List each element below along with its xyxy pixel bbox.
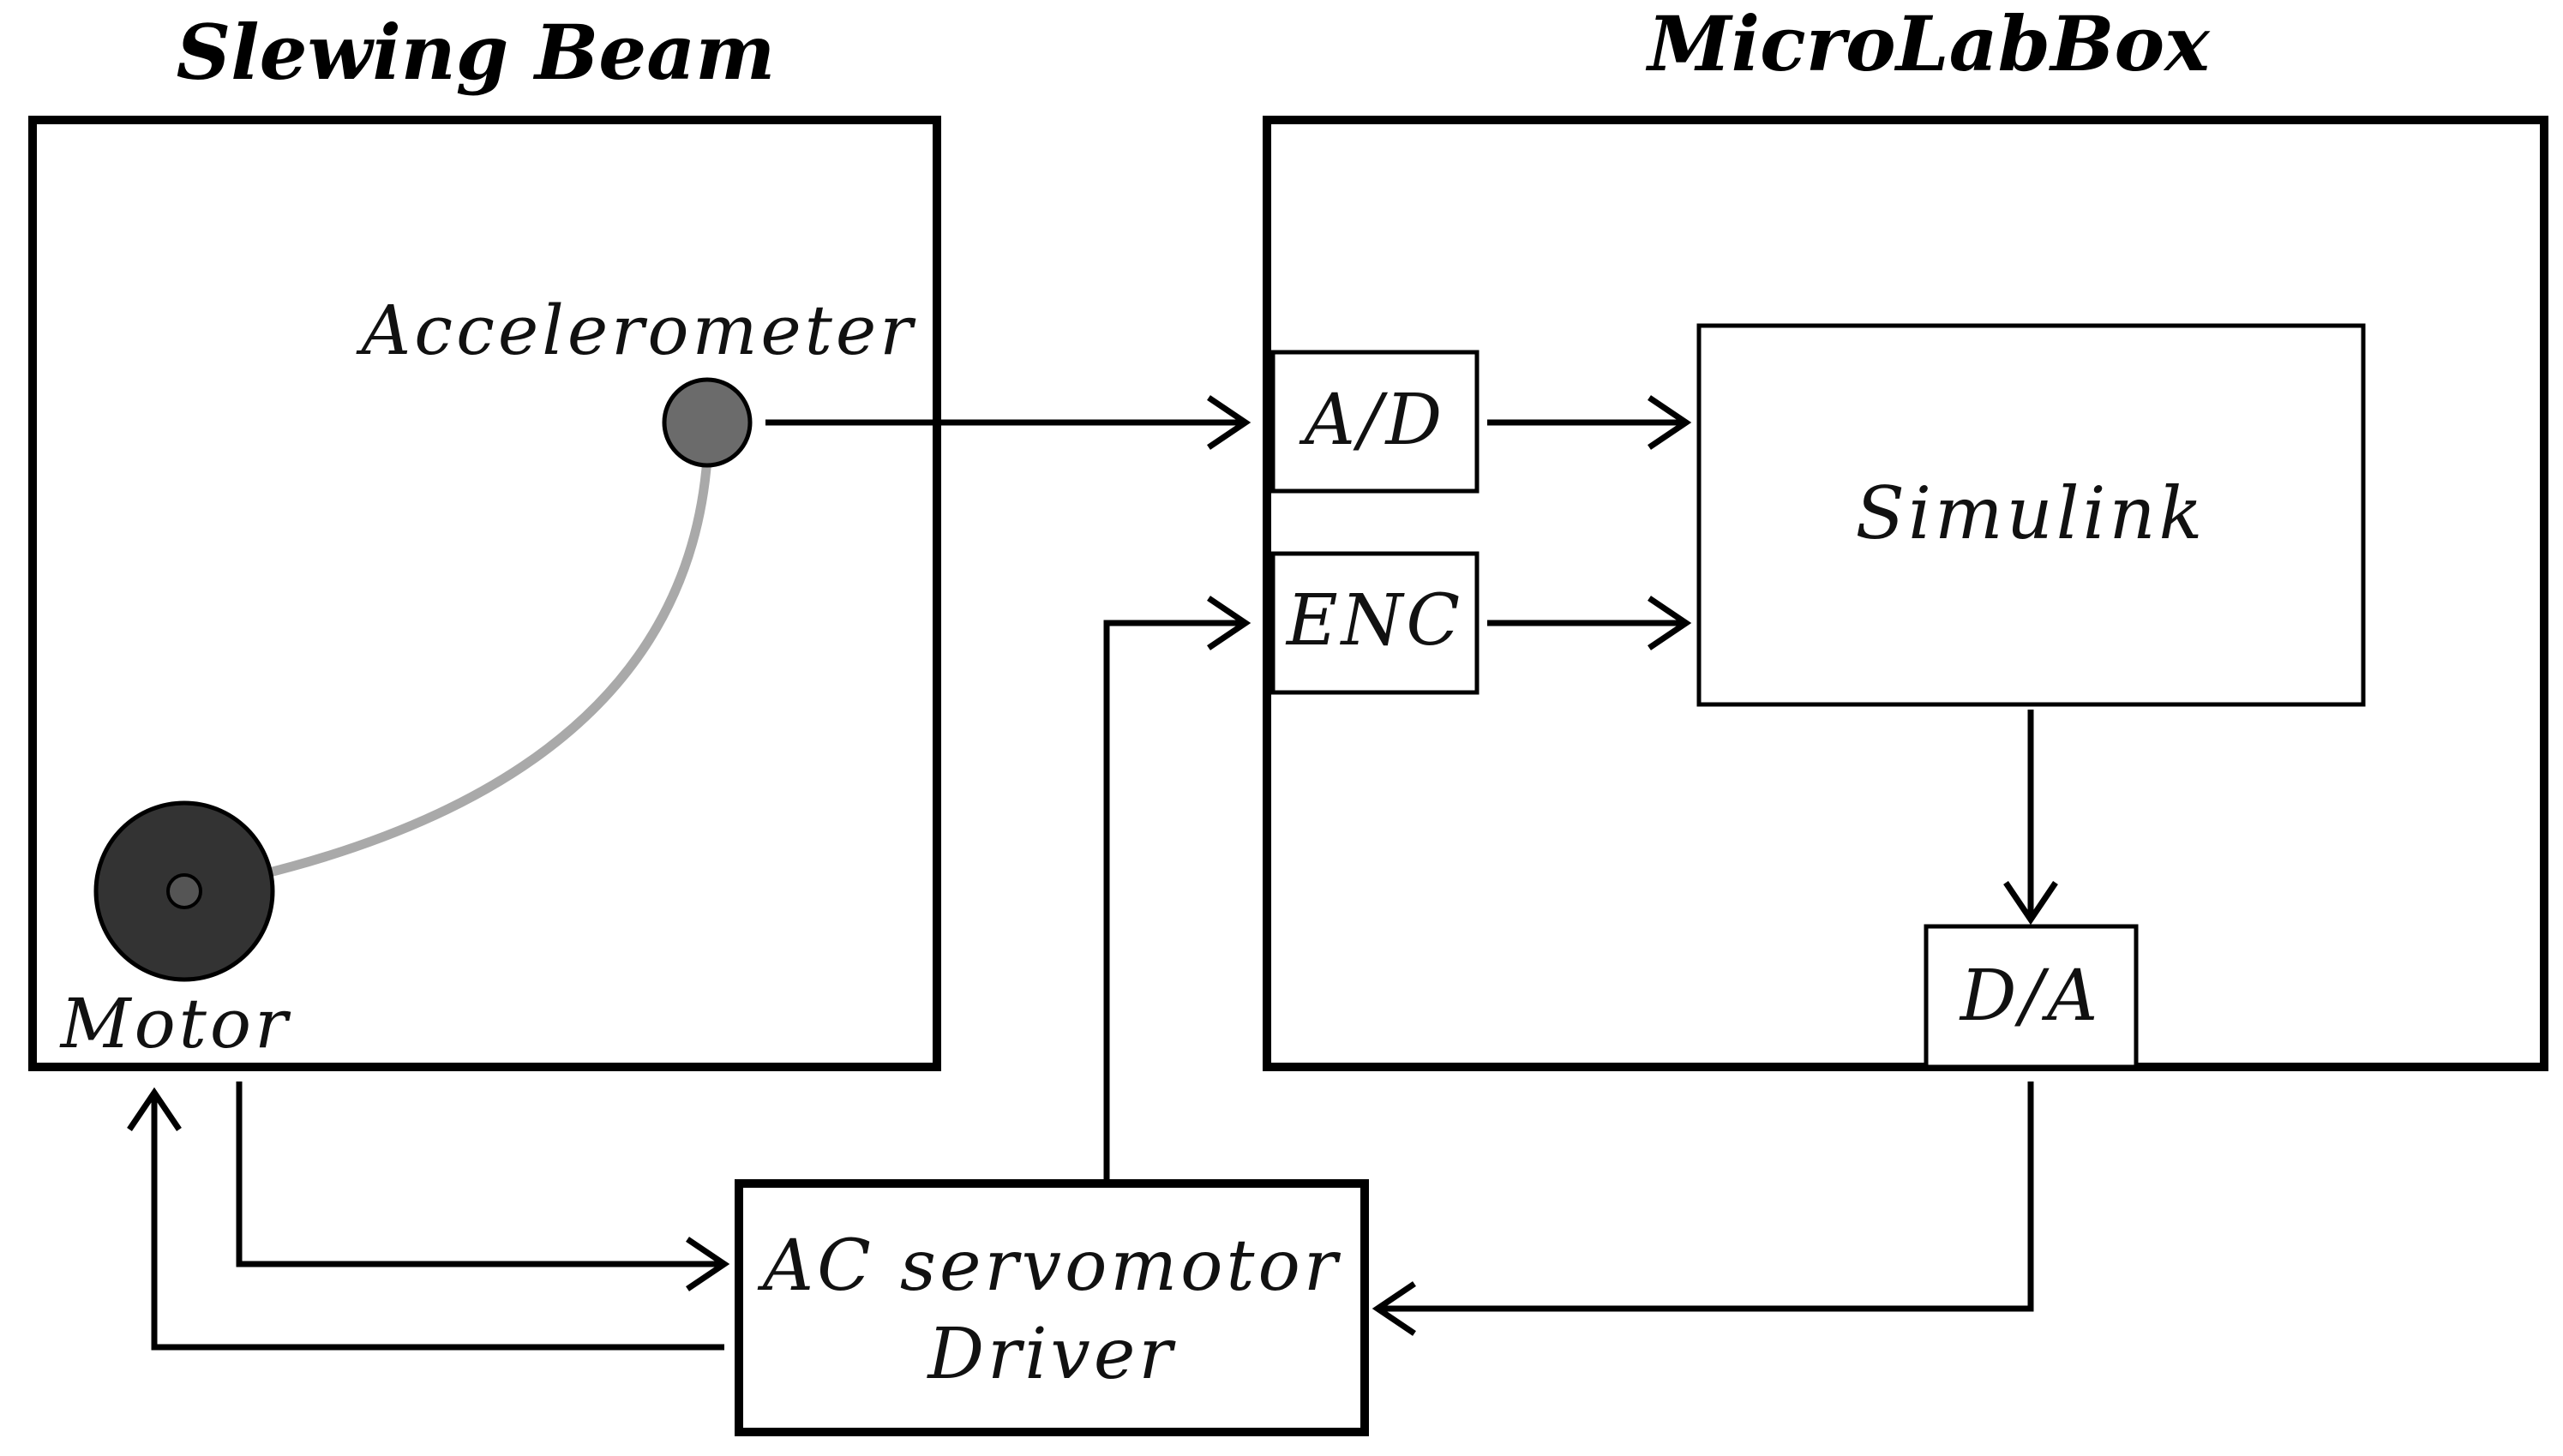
simulink-to-da-arrow xyxy=(2003,710,2058,926)
servomotor-driver-label-line1: AC servomotor xyxy=(757,1225,1342,1307)
driver-to-encoder-arrow xyxy=(1103,596,1251,1181)
da-to-driver-arrow xyxy=(1372,1082,2034,1336)
accelerometer-to-ad-arrow xyxy=(765,395,1251,450)
da-converter-label: D/A xyxy=(1959,956,2102,1037)
da-converter-box xyxy=(1924,924,2139,1070)
simulink-box xyxy=(1696,323,2366,707)
servomotor-driver-label-line2: Driver xyxy=(926,1314,1176,1395)
accelerometer-sensor xyxy=(662,377,753,468)
accelerometer-label: Accelerometer xyxy=(356,291,917,370)
encoder-to-simulink-arrow xyxy=(1487,596,1692,650)
motor-to-driver-arrow xyxy=(236,1082,730,1291)
microlabbox-title: MicroLabBox xyxy=(1645,0,2211,88)
slewing-beam-title: Slewing Beam xyxy=(177,8,776,97)
slewing-beam-box xyxy=(28,116,941,1071)
ad-converter-box xyxy=(1270,350,1480,494)
driver-to-motor-arrow xyxy=(127,1087,724,1351)
microlabbox-box xyxy=(1263,116,2548,1071)
ad-converter-label: A/D xyxy=(1299,380,1446,461)
servomotor-driver-box xyxy=(735,1179,1369,1436)
flexible-beam xyxy=(183,458,712,896)
simulink-label: Simulink xyxy=(1856,471,2206,555)
motor-label: Motor xyxy=(59,984,291,1064)
encoder-label: ENC xyxy=(1285,580,1463,662)
motor-hub xyxy=(166,873,202,909)
encoder-box xyxy=(1270,551,1480,695)
ad-to-simulink-arrow xyxy=(1487,395,1692,450)
